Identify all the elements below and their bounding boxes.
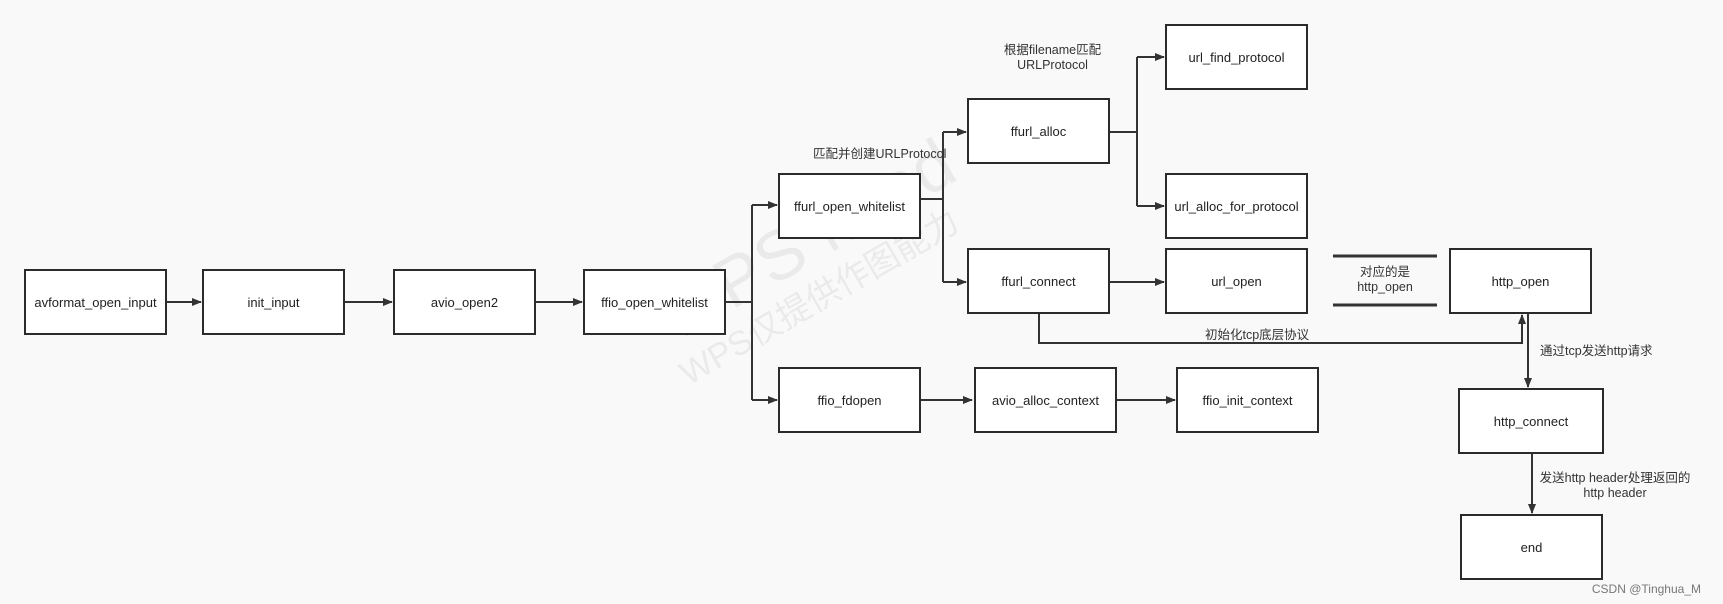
node-ffio-fdopen: ffio_fdopen (778, 367, 921, 433)
node-url-find-protocol: url_find_protocol (1165, 24, 1308, 90)
edge-ffio-split (725, 205, 753, 303)
node-avio-alloc-context: avio_alloc_context (974, 367, 1117, 433)
node-avformat-open-input: avformat_open_input (24, 269, 167, 335)
node-http-open: http_open (1449, 248, 1592, 314)
edge-ffurl-open-split (920, 132, 944, 200)
label-corresponds: 对应的是 http_open (1335, 265, 1435, 295)
node-url-alloc-for-protocol: url_alloc_for_protocol (1165, 173, 1308, 239)
node-url-open: url_open (1165, 248, 1308, 314)
node-ffurl-open-whitelist: ffurl_open_whitelist (778, 173, 921, 239)
label-send-http: 通过tcp发送http请求 (1540, 344, 1653, 358)
label-send-header-line1: 发送http header处理返回的 (1539, 471, 1691, 485)
label-by-filename-line1: 根据filename匹配 (1003, 43, 1102, 57)
label-send-header: 发送http header处理返回的 http header (1530, 471, 1700, 501)
label-match-create: 匹配并创建URLProtocol (813, 147, 947, 161)
node-init-input: init_input (202, 269, 345, 335)
node-http-connect: http_connect (1458, 388, 1604, 454)
node-ffurl-connect: ffurl_connect (967, 248, 1110, 314)
edge-connect-http-open (1038, 314, 1526, 344)
node-ffio-init-context: ffio_init_context (1176, 367, 1319, 433)
label-corresponds-line1: 对应的是 (1359, 265, 1410, 279)
node-ffio-open-whitelist: ffio_open_whitelist (583, 269, 726, 335)
label-corresponds-line2: http_open (1357, 280, 1413, 294)
label-send-header-line2: http header (1583, 486, 1647, 500)
label-by-filename: 根据filename匹配 URLProtocol (990, 43, 1115, 73)
node-avio-open2: avio_open2 (393, 269, 536, 335)
label-by-filename-line2: URLProtocol (1017, 58, 1088, 72)
node-ffurl-alloc: ffurl_alloc (967, 98, 1110, 164)
credit-text: CSDN @Tinghua_M (1591, 582, 1701, 596)
label-init-tcp: 初始化tcp底层协议 (1205, 328, 1310, 342)
node-end: end (1460, 514, 1603, 580)
